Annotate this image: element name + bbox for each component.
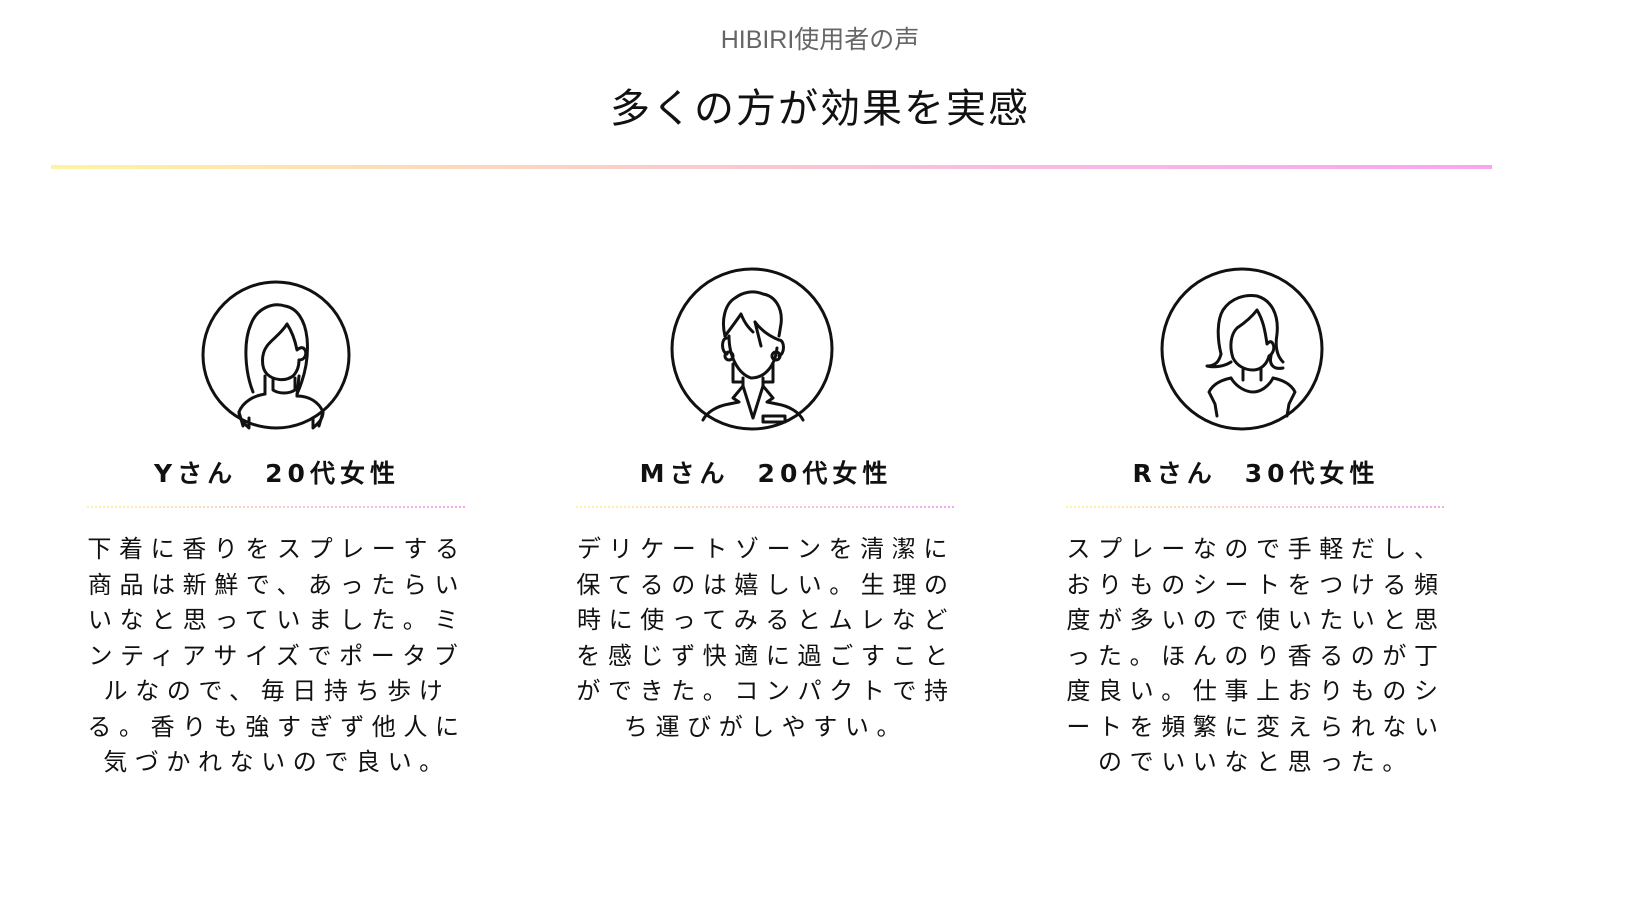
testimonial-name: Yさん 20代女性 — [87, 456, 467, 492]
person-initial: Mさん — [639, 459, 730, 488]
testimonial-line: る。香りも強すぎず他人に — [87, 712, 467, 741]
testimonial-line: 保てるのは嬉しい。生理の — [576, 570, 956, 599]
page-title: 多くの方が効果を実感 — [610, 86, 1030, 132]
woman-long-hair-avatar-icon — [193, 272, 359, 438]
testimonial-body: デリケートゾーンを清潔に 保てるのは嬉しい。生理の 時に使ってみるとムレなど を… — [576, 532, 956, 745]
woman-business-avatar-icon — [669, 266, 835, 432]
person-demographic: 30代女性 — [1244, 459, 1380, 488]
person-initial: Rさん — [1132, 459, 1217, 488]
testimonial-line: った。ほんのり香るのが丁 — [1066, 641, 1446, 670]
testimonial-line: デリケートゾーンを清潔に — [577, 535, 955, 563]
testimonial-line: のでいいなと思った。 — [1098, 748, 1414, 776]
testimonial-name: Rさん 30代女性 — [1066, 456, 1446, 492]
testimonial-line: おりものシートをつける頻 — [1066, 570, 1446, 599]
testimonial-line: ートを頻繁に変えられない — [1066, 712, 1446, 741]
testimonial-body: スプレーなので手軽だし、 おりものシートをつける頻 度が多いので使いたいと思 っ… — [1066, 532, 1446, 781]
dotted-gradient-divider — [576, 506, 956, 508]
testimonial-line: スプレーなので手軽だし、 — [1066, 535, 1446, 563]
person-initial: Yさん — [154, 459, 238, 488]
person-demographic: 20代女性 — [757, 459, 893, 488]
testimonial-line: いなと思っていました。ミ — [88, 606, 466, 634]
title-gradient-divider — [51, 165, 1492, 169]
testimonial-line: ンティアサイズでポータブ — [88, 641, 466, 670]
testimonial-line: 気づかれないので良い。 — [103, 748, 451, 776]
testimonial-line: 商品は新鮮で、あったらい — [87, 570, 467, 599]
testimonial-line: ち運びがしやすい。 — [623, 712, 909, 741]
testimonial-line: を感じず快適に過ごすこと — [576, 641, 956, 670]
testimonial-body: 下着に香りをスプレーする 商品は新鮮で、あったらい いなと思っていました。ミ ン… — [87, 532, 467, 781]
testimonial-line: 時に使ってみるとムレなど — [577, 606, 955, 634]
testimonial-line: 度が多いので使いたいと思 — [1066, 606, 1446, 634]
testimonial-name: Mさん 20代女性 — [576, 456, 956, 492]
person-demographic: 20代女性 — [265, 459, 400, 488]
section-subtitle: HIBIRI使用者の声 — [720, 26, 920, 54]
dotted-gradient-divider — [87, 506, 467, 508]
woman-bob-hair-avatar-icon — [1159, 266, 1325, 432]
dotted-gradient-divider — [1066, 506, 1446, 508]
testimonial-line: 度良い。仕事上おりものシ — [1066, 677, 1446, 705]
testimonial-line: ルなので、毎日持ち歩け — [103, 677, 451, 705]
testimonial-line: ができた。コンパクトで持 — [576, 677, 956, 705]
testimonial-line: 下着に香りをスプレーする — [87, 535, 467, 563]
